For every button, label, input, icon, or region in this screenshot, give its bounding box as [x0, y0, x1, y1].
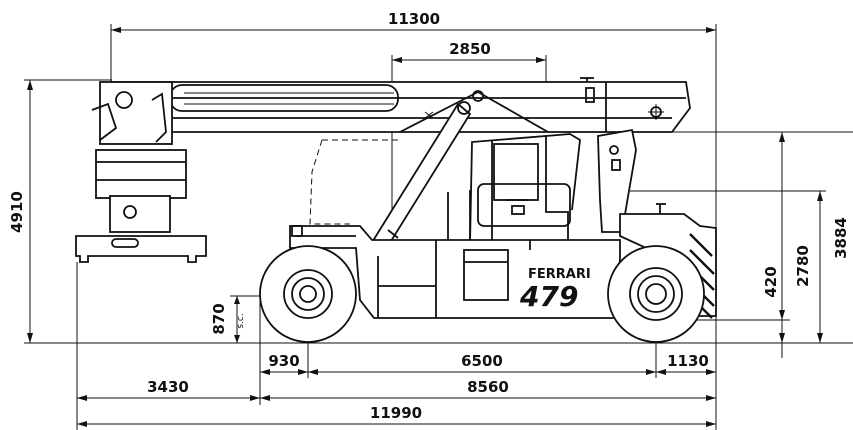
dim-rear-overhang: 1130 — [667, 352, 709, 370]
dim-seat-height: 2780 — [794, 245, 812, 287]
model-label: 479 — [519, 280, 578, 313]
front-wheel — [259, 245, 357, 343]
rear-wheel — [607, 245, 705, 343]
brand-label: FERRARI — [528, 267, 591, 282]
dim-wheelbase: 6500 — [461, 352, 503, 370]
reach-stacker: FERRARI 479 — [75, 77, 717, 343]
spreader — [75, 81, 207, 263]
dim-front-reach: 3430 — [147, 378, 189, 396]
spreader-clearance-note: s.c. — [236, 313, 246, 328]
dimension-lines — [24, 24, 853, 430]
dashed-boom-outline — [309, 139, 398, 225]
dim-front-axle-offset: 930 — [268, 352, 299, 370]
dim-boom-offset: 2850 — [449, 40, 491, 58]
dim-cab-height: 3884 — [832, 217, 850, 259]
dimension-labels: 11300 2850 4910 3884 2780 420 870 s.c. 9… — [8, 10, 850, 422]
dim-ground-clearance-rear: 420 — [762, 266, 780, 297]
dim-axle-to-rear: 8560 — [467, 378, 509, 396]
chassis: FERRARI 479 — [289, 225, 621, 319]
dim-overall-boom-length: 11300 — [388, 10, 440, 28]
dim-overall-height: 4910 — [8, 191, 26, 233]
telescopic-boom — [111, 77, 691, 133]
dim-overall-length: 11990 — [370, 404, 422, 422]
dim-spreader-clearance: 870 — [210, 303, 228, 334]
